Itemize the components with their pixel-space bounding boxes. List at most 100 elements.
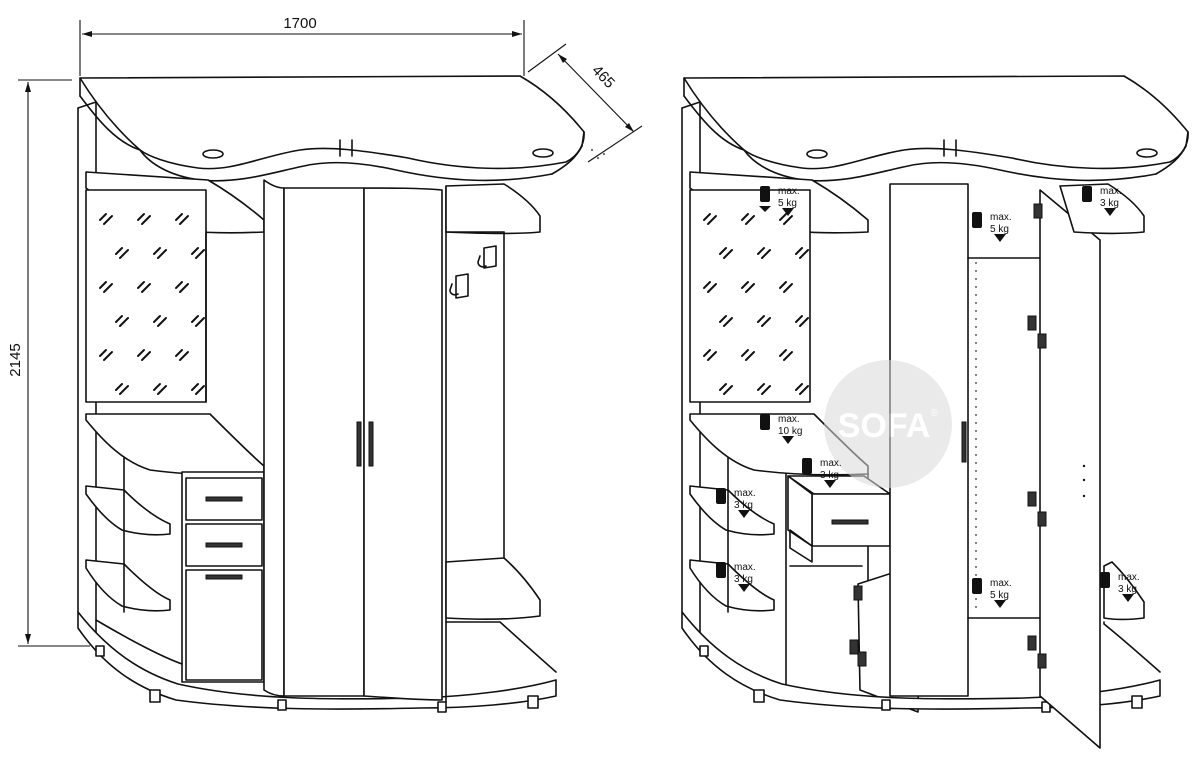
weight-icon: [716, 562, 726, 578]
mirror-reflection-mark: [191, 247, 205, 259]
mirror-reflection-mark: [741, 281, 755, 293]
mirror-reflection-mark: [779, 349, 793, 361]
load-label-console: max. 10 kg: [760, 414, 802, 444]
mirror-reflection-mark: [795, 383, 809, 395]
coat-hook: [477, 245, 497, 269]
mirror-reflection-mark: [719, 383, 733, 395]
open-view: SOFA ® max. 5 kg max. 5 kg max. 3 kg max…: [681, 75, 1189, 749]
svg-text:5 kg: 5 kg: [990, 224, 1009, 235]
mirror-reflection-mark: [153, 315, 167, 327]
svg-text:5 kg: 5 kg: [990, 590, 1009, 601]
svg-text:3 kg: 3 kg: [1100, 198, 1119, 209]
console-shelf: [85, 413, 265, 476]
load-label-top-right-shelf: max. 3 kg: [1082, 186, 1122, 216]
depth-value: 465: [588, 62, 618, 92]
top-crown: [79, 75, 585, 182]
door-handle: [205, 574, 243, 580]
weight-icon: [802, 458, 812, 474]
coat-hook: [449, 273, 469, 299]
svg-text:5 kg: 5 kg: [778, 198, 797, 209]
mirror-reflection-mark: [175, 349, 189, 361]
side-shelf-lower: [689, 559, 775, 612]
wardrobe-doors: [263, 179, 447, 703]
mirror-reflection-mark: [795, 315, 809, 327]
hinge: [1027, 491, 1037, 507]
height-value: 2145: [7, 343, 24, 376]
svg-text:max.: max.: [990, 578, 1012, 589]
svg-text:max.: max.: [778, 186, 800, 197]
weight-icon: [972, 578, 982, 594]
weight-icon: [759, 186, 771, 212]
mirror-reflection-mark: [757, 383, 771, 395]
load-label-drawer-top: max. 3 kg: [802, 458, 842, 488]
width-dimension: 1700: [79, 15, 525, 76]
mirror-reflection-mark: [115, 383, 129, 395]
watermark-registered: ®: [930, 408, 938, 419]
hinge: [1037, 511, 1047, 527]
hinge: [1033, 203, 1043, 219]
drawer-handle: [831, 519, 869, 525]
hinge: [853, 585, 863, 601]
closed-view: 1700 465 2145: [7, 15, 643, 713]
weight-icon: [972, 212, 982, 228]
mirror-reflection-mark: [153, 383, 167, 395]
weight-icon: [1100, 572, 1110, 588]
right-lower-shelf: [1103, 561, 1145, 621]
mirror-reflection-mark: [719, 315, 733, 327]
hinge: [857, 651, 867, 667]
load-label-wardrobe-bottom: max. 5 kg: [972, 578, 1012, 608]
drawer-handle: [205, 542, 243, 548]
svg-text:3 kg: 3 kg: [734, 500, 753, 511]
hinge: [849, 639, 859, 655]
load-label-right-shelf-lower: max. 3 kg: [1100, 572, 1140, 602]
hinge: [1027, 315, 1037, 331]
side-shelf-upper: [85, 485, 171, 536]
base-plinth: [681, 611, 1161, 710]
svg-text:max.: max.: [734, 562, 756, 573]
hinge: [1037, 653, 1047, 669]
svg-text:10 kg: 10 kg: [778, 426, 802, 437]
width-value: 1700: [283, 15, 316, 32]
mirror-reflection-mark: [703, 281, 717, 293]
drawer-cabinet: [181, 471, 265, 683]
top-crown: [683, 75, 1189, 182]
svg-text:3 kg: 3 kg: [734, 574, 753, 585]
open-wardrobe-door: [1039, 189, 1101, 749]
base-plinth: [77, 611, 557, 710]
svg-text:max.: max.: [778, 414, 800, 425]
mirror-reflection-mark: [115, 315, 129, 327]
right-top-shelf: [1059, 183, 1145, 235]
door-handle: [961, 421, 967, 463]
height-dimension: 2145: [7, 79, 90, 647]
mirror-reflection-mark: [779, 281, 793, 293]
weight-icon: [716, 488, 726, 504]
mirror: [85, 189, 207, 403]
svg-text:max.: max.: [1100, 186, 1122, 197]
svg-text:max.: max.: [1118, 572, 1140, 583]
mirror: [689, 189, 811, 403]
mirror-reflection-mark: [191, 315, 205, 327]
mirror-reflection-mark: [175, 281, 189, 293]
mirror-reflection-mark: [741, 213, 755, 225]
svg-text:3 kg: 3 kg: [1118, 584, 1137, 595]
mirror-reflection-mark: [175, 213, 189, 225]
right-hanger-section: [445, 183, 557, 673]
hinge: [1037, 333, 1047, 349]
svg-text:max.: max.: [734, 488, 756, 499]
mirror-reflection-mark: [779, 213, 793, 225]
drawer-handle: [205, 496, 243, 502]
weight-icon: [760, 414, 770, 430]
side-shelf-lower: [85, 559, 171, 612]
load-label-top-center: max. 5 kg: [972, 212, 1012, 242]
svg-text:max.: max.: [990, 212, 1012, 223]
mirror-reflection-mark: [795, 247, 809, 259]
load-label-side-shelf-upper: max. 3 kg: [716, 488, 756, 518]
mirror-reflection-mark: [153, 247, 167, 259]
mirror-reflection-mark: [99, 213, 113, 225]
sofa-watermark: SOFA ®: [824, 360, 952, 488]
watermark-text: SOFA: [838, 407, 931, 445]
hinge: [1027, 635, 1037, 651]
mirror-reflection-mark: [719, 247, 733, 259]
load-label-side-shelf-lower: max. 3 kg: [716, 562, 756, 592]
